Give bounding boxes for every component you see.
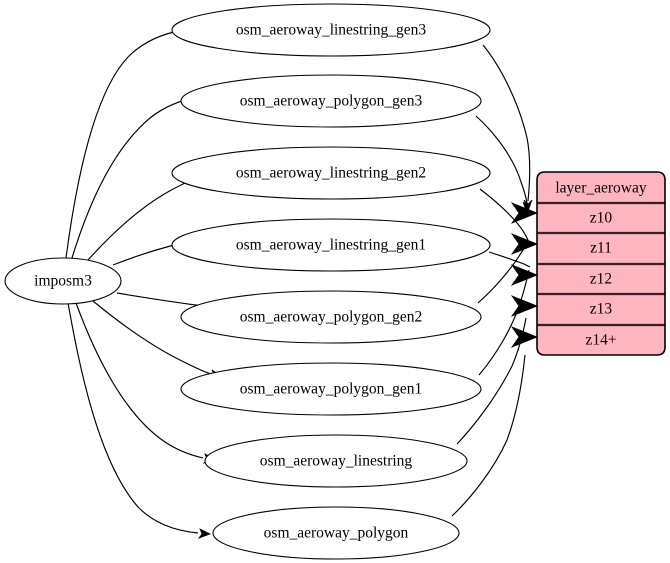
edge-imposm3-to-linestring-gen3 [65,25,198,259]
layer-aeroway-row-z11[interactable]: z11 [590,240,612,257]
edge-imposm3-to-polygon [67,302,212,539]
node-osm-aeroway-polygon-gen1-shape[interactable] [180,362,482,416]
node-imposm3-label: imposm3 [34,273,92,290]
layer-aeroway-row-z10[interactable]: z10 [590,210,613,227]
node-osm-aeroway-polygon-gen2[interactable]: osm_aeroway_polygon_gen2 [180,290,482,344]
arrowhead-z10 [510,202,539,224]
node-osm-aeroway-linestring-gen3-label: osm_aeroway_linestring_gen3 [236,22,427,39]
node-osm-aeroway-linestring-shape[interactable] [204,434,468,488]
layer-aeroway-border [536,171,666,356]
edge-group-tables-to-layer [451,44,539,517]
node-osm-aeroway-linestring-gen1-label: osm_aeroway_linestring_gen1 [236,237,426,254]
arrowhead-z14plus [510,326,539,348]
layer-aeroway-row-z12[interactable]: z12 [590,271,612,288]
edge-polygon-gen3-to-z10 [475,115,532,215]
layer-aeroway-row-z11-label: z11 [590,240,612,257]
arrowhead-z13 [510,295,539,317]
node-osm-aeroway-polygon-gen3[interactable]: osm_aeroway_polygon_gen3 [180,74,482,128]
node-osm-aeroway-linestring-gen3-shape[interactable] [171,3,491,57]
node-osm-aeroway-polygon[interactable]: osm_aeroway_polygon [212,506,460,560]
layer-aeroway-row-z13-label: z13 [590,301,613,318]
node-osm-aeroway-linestring-gen1[interactable]: osm_aeroway_linestring_gen1 [171,218,491,272]
node-osm-aeroway-polygon-gen1-label: osm_aeroway_polygon_gen1 [240,381,423,398]
node-osm-aeroway-polygon-shape[interactable] [212,506,460,560]
edge-linestring-gen1-to-z12 [488,251,531,268]
node-osm-aeroway-polygon-gen3-label: osm_aeroway_polygon_gen3 [240,93,423,110]
edge-polygon-gen1-to-z12 [478,269,530,376]
node-osm-aeroway-linestring-gen2-label: osm_aeroway_linestring_gen2 [236,165,426,182]
layer-aeroway-row-z14plus[interactable]: z14+ [585,332,616,349]
arrowhead-z11 [510,233,539,255]
layer-aeroway-header-label: layer_aeroway [555,180,646,197]
node-osm-aeroway-polygon-gen2-label: osm_aeroway_polygon_gen2 [240,309,423,326]
node-imposm3-shape[interactable] [4,257,122,305]
node-osm-aeroway-linestring-gen2-shape[interactable] [171,146,491,200]
node-osm-aeroway-linestring-gen2[interactable]: osm_aeroway_linestring_gen2 [171,146,491,200]
node-osm-aeroway-linestring-gen3[interactable]: osm_aeroway_linestring_gen3 [171,3,491,57]
arrowhead-z12 [510,264,539,286]
node-imposm3[interactable]: imposm3 [4,257,122,305]
node-layer-aeroway-table[interactable]: layer_aeroway z10 z11 z12 z13 z14+ [536,171,666,356]
edge-linestring-gen2-to-z11 [479,188,529,241]
edge-linestring-gen3-to-z10 [482,44,533,213]
node-osm-aeroway-linestring[interactable]: osm_aeroway_linestring [204,434,468,488]
node-osm-aeroway-polygon-gen2-shape[interactable] [180,290,482,344]
node-osm-aeroway-polygon-gen1[interactable]: osm_aeroway_polygon_gen1 [180,362,482,416]
layer-aeroway-row-z10-label: z10 [590,210,613,227]
node-osm-aeroway-linestring-gen1-shape[interactable] [171,218,491,272]
layer-aeroway-row-z12-label: z12 [590,271,612,288]
layer-aeroway-row-z14plus-label: z14+ [585,332,616,349]
node-osm-aeroway-polygon-gen3-shape[interactable] [180,74,482,128]
layer-aeroway-row-z13[interactable]: z13 [590,301,613,318]
edge-polygon-to-z14plus [451,354,526,517]
node-osm-aeroway-polygon-label: osm_aeroway_polygon [264,525,409,542]
node-osm-aeroway-linestring-label: osm_aeroway_linestring [260,453,413,470]
layer-aeroway-header-cell[interactable]: layer_aeroway [555,180,646,197]
